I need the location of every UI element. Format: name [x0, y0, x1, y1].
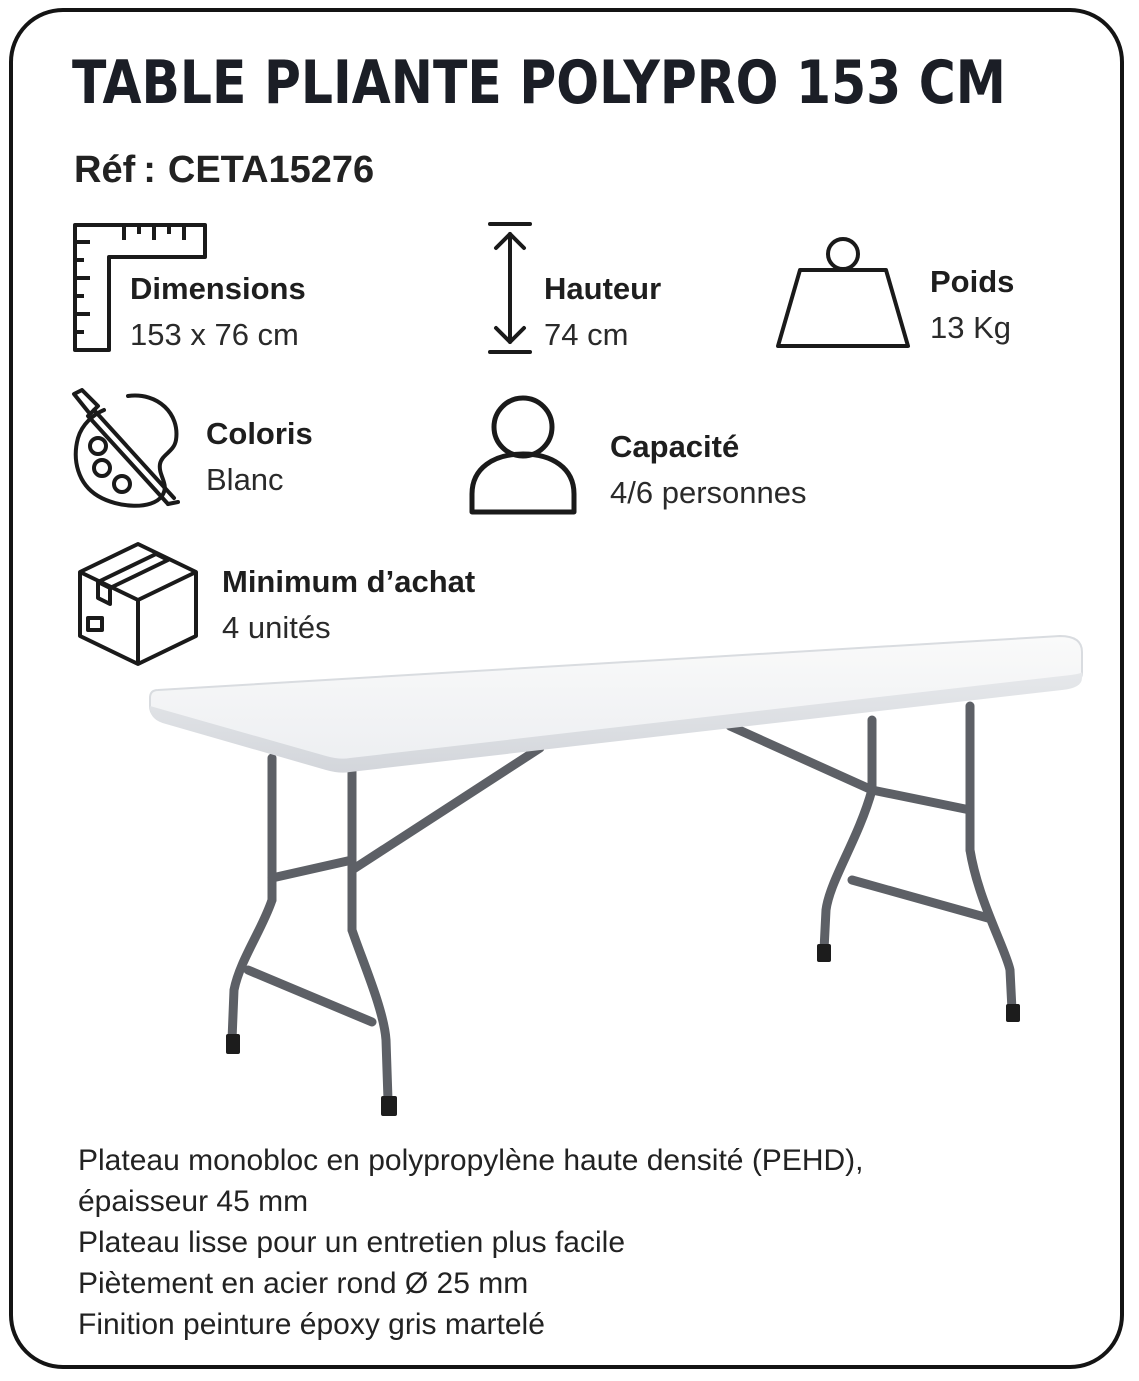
spec-coloris: Coloris Blanc [206, 414, 313, 500]
spec-dimensions: Dimensions 153 x 76 cm [130, 269, 306, 355]
palette-icon [70, 388, 184, 512]
spec-minimum-label: Minimum d’achat [222, 564, 476, 599]
folding-table-image [140, 630, 1090, 1134]
spec-hauteur-label: Hauteur [544, 271, 662, 306]
spec-minimum-value: 4 unités [222, 610, 331, 645]
reference-label: Réf [74, 149, 136, 191]
product-description: Plateau monobloc en polypropylène haute … [78, 1140, 863, 1345]
ruler-icon [72, 222, 210, 354]
product-reference: Réf: CETA15276 [74, 148, 374, 192]
spec-poids-label: Poids [930, 264, 1015, 299]
description-line: Plateau monobloc en polypropylène haute … [78, 1144, 864, 1177]
box-icon [76, 540, 200, 668]
spec-coloris-label: Coloris [206, 416, 313, 451]
reference-separator: : [143, 149, 156, 191]
description-line: Finition peinture époxy gris martelé [78, 1308, 545, 1341]
spec-hauteur: Hauteur 74 cm [544, 269, 661, 355]
height-arrow-icon [486, 220, 534, 356]
spec-hauteur-value: 74 cm [544, 317, 629, 352]
spec-poids: Poids 13 Kg [930, 262, 1014, 348]
description-line: Piètement en acier rond Ø 25 mm [78, 1267, 529, 1300]
spec-minimum: Minimum d’achat 4 unités [222, 562, 475, 648]
spec-dimensions-label: Dimensions [130, 271, 306, 306]
spec-capacite-label: Capacité [610, 429, 740, 464]
weight-icon [774, 236, 912, 352]
spec-poids-value: 13 Kg [930, 310, 1012, 345]
spec-capacite: Capacité 4/6 personnes [610, 427, 806, 513]
description-line: Plateau lisse pour un entretien plus fac… [78, 1226, 626, 1259]
product-title: TABLE PLIANTE POLYPRO 153 CM [72, 48, 1006, 118]
spec-capacite-value: 4/6 personnes [610, 475, 807, 510]
person-icon [468, 394, 578, 516]
spec-coloris-value: Blanc [206, 462, 284, 497]
description-line: épaisseur 45 mm [78, 1185, 309, 1218]
spec-dimensions-value: 153 x 76 cm [130, 317, 299, 352]
reference-value: CETA15276 [167, 149, 375, 191]
